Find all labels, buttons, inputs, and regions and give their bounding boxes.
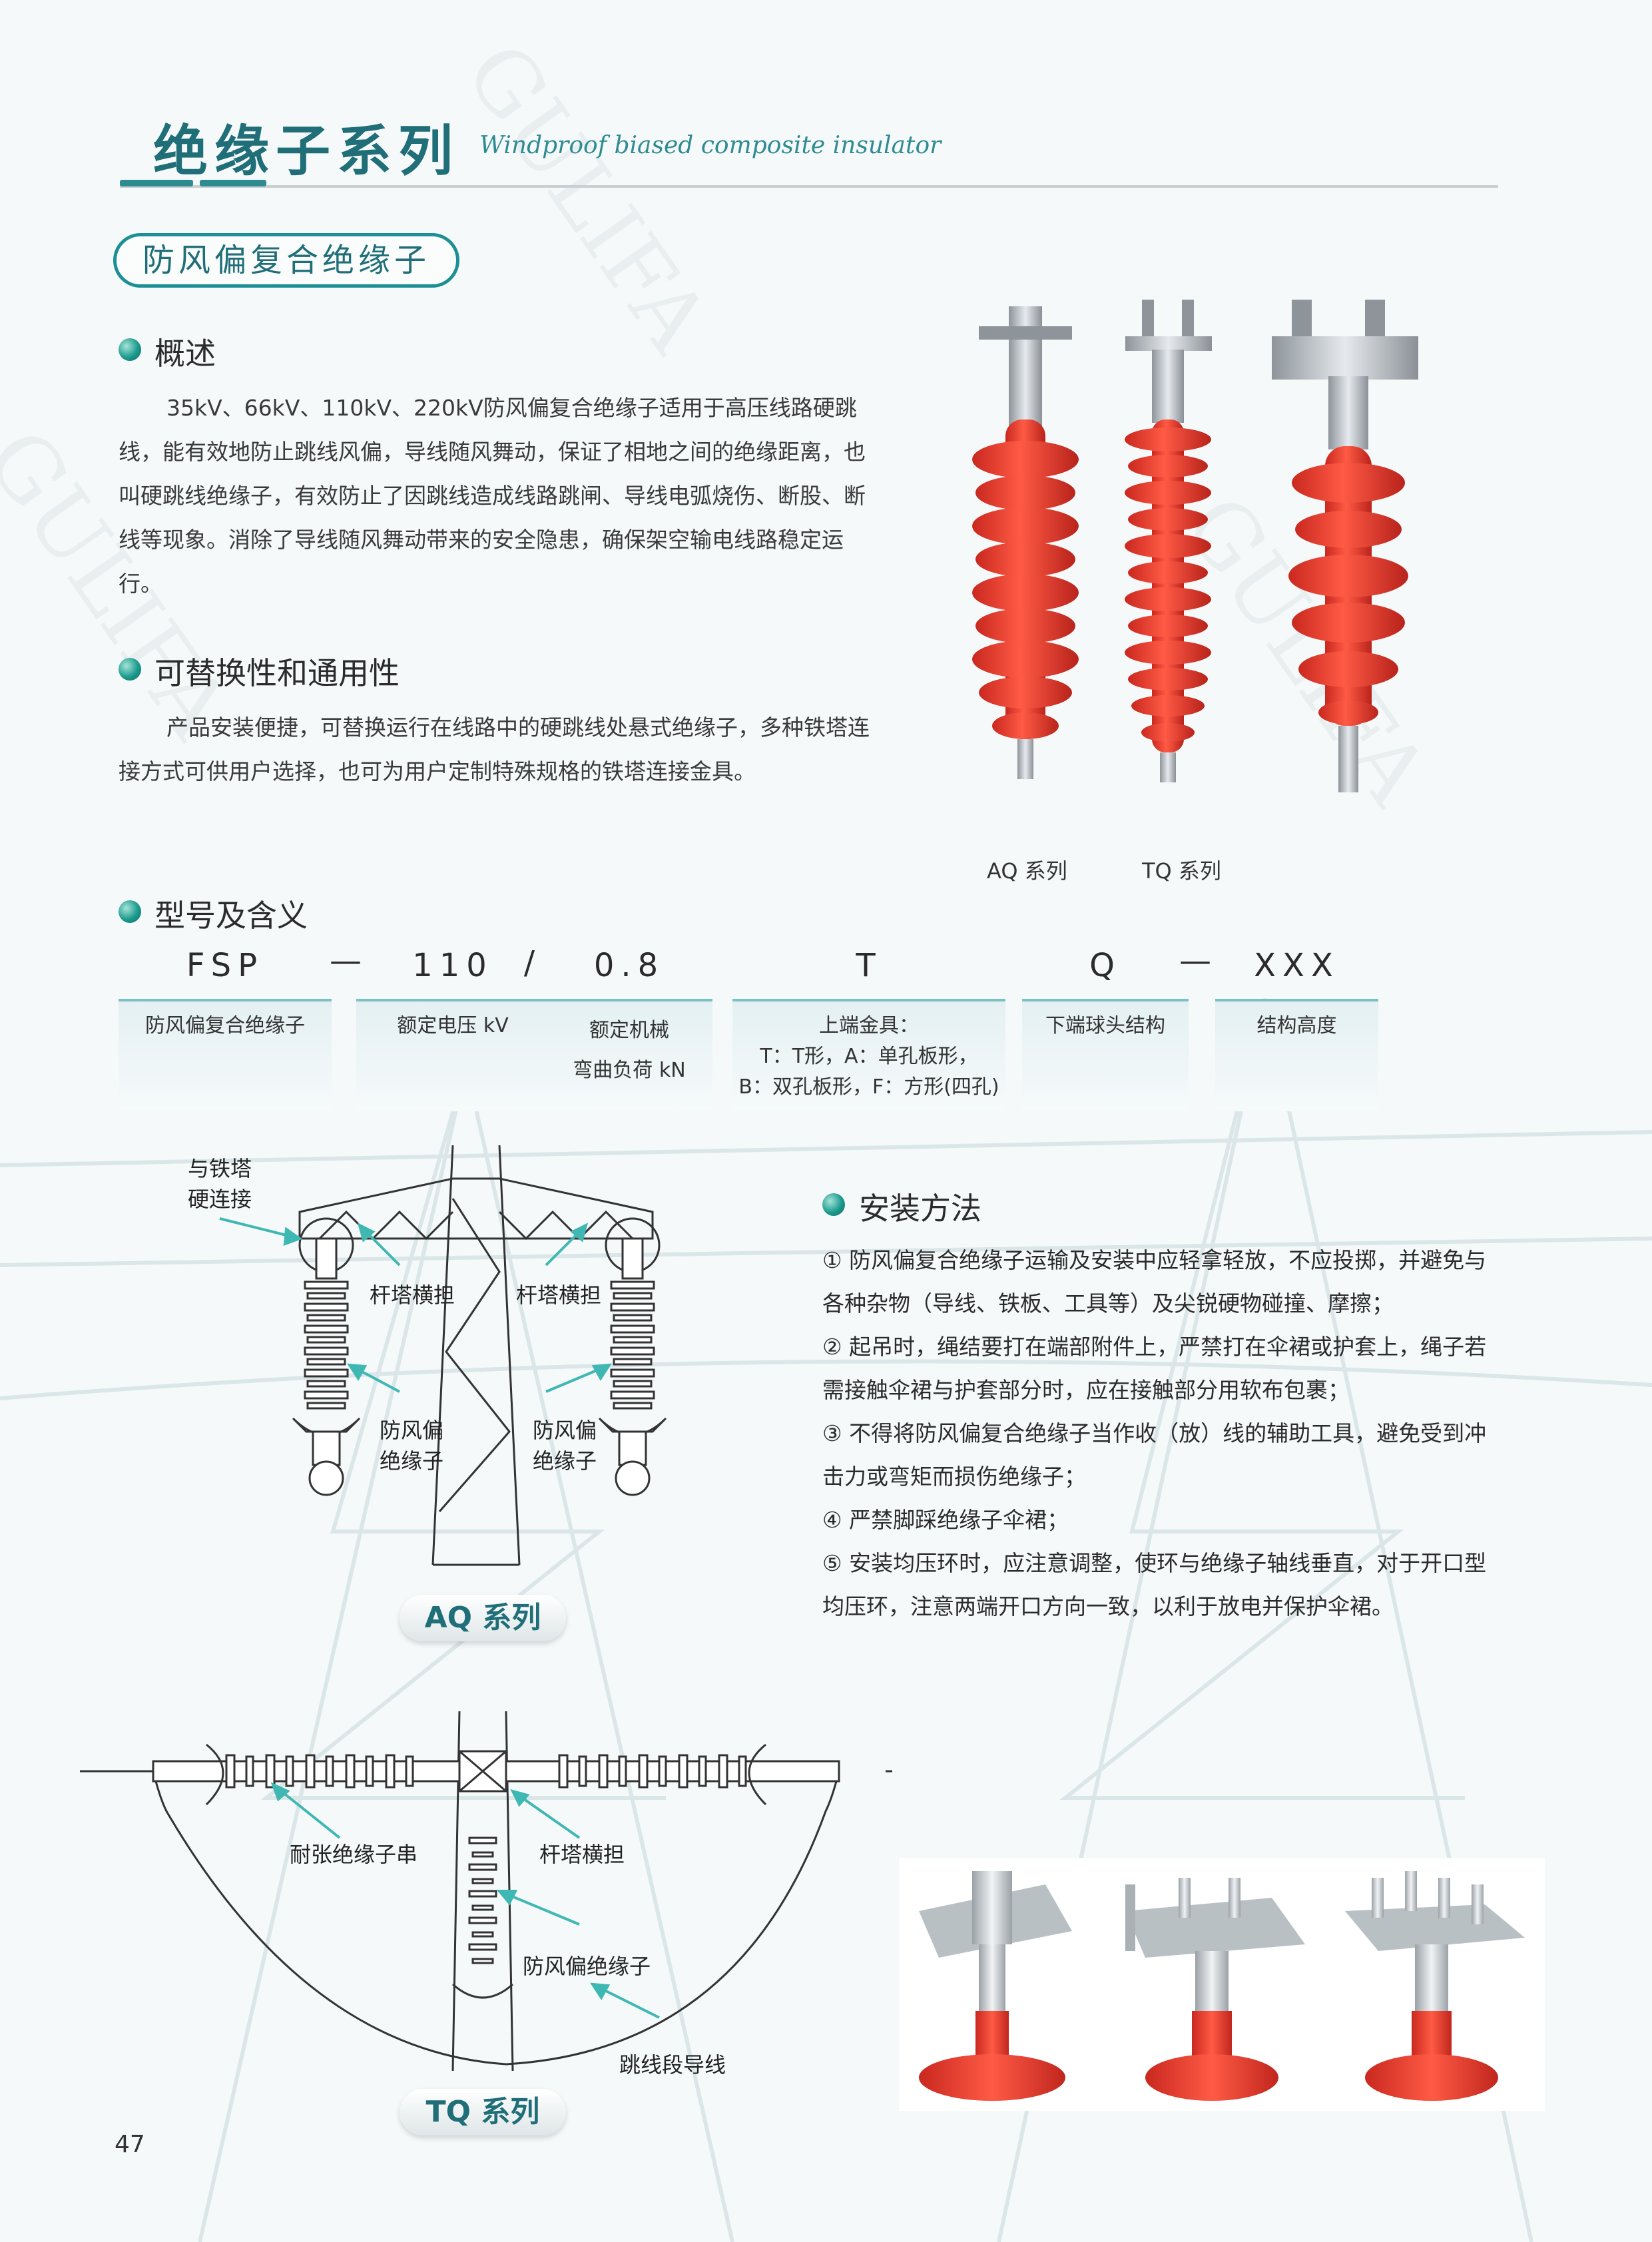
label-tq-insulator: 防风偏绝缘子: [523, 1954, 651, 1979]
tq-insulator-photo: [1125, 300, 1212, 782]
label-insulator-right: 防风偏 绝缘子: [533, 1418, 597, 1474]
install-item: ④ 严禁脚踩绝缘子伞裙；: [822, 1507, 1069, 1533]
model-code-upper: T: [856, 947, 882, 984]
install-item: ③ 不得将防风偏复合绝缘子当作收（放）线的辅助工具，避免受到冲击力或弯矩而损伤绝…: [822, 1420, 1487, 1490]
header-accent: [200, 180, 266, 186]
model-code-load: 0.8: [593, 947, 665, 984]
section-bullet-icon: [119, 658, 141, 681]
label-tension-string: 耐张绝缘子串: [290, 1842, 418, 1867]
label-crossarm-right: 杆塔横担: [516, 1282, 602, 1308]
model-label-height: 结构高度: [1256, 1014, 1337, 1037]
interchange-heading: 可替换性和通用性: [154, 655, 400, 691]
label-insulator-left: 防风偏 绝缘子: [380, 1418, 444, 1474]
model-box: [546, 999, 712, 1111]
model-heading: 型号及含义: [154, 898, 308, 934]
tq-diagram: [80, 1711, 892, 2072]
model-box: [119, 999, 332, 1111]
model-code-fsp: FSP: [186, 947, 264, 984]
page-title: 绝缘子系列: [153, 120, 460, 183]
install-item: ① 防风偏复合绝缘子运输及安装中应轻拿轻放，不应投掷，并避免与各种杂物（导线、铁…: [822, 1247, 1487, 1316]
model-code-voltage: 110: [412, 947, 493, 984]
label-jumper-wire: 跳线段导线: [619, 2052, 726, 2078]
aq-series-badge: AQ 系列: [400, 1595, 566, 1641]
label-hard-connect: 与铁塔 硬连接: [188, 1156, 252, 1212]
header-accent: [120, 180, 193, 186]
model-code-lower: Q: [1089, 947, 1121, 984]
tq-photo-caption: TQ 系列: [1142, 858, 1221, 884]
overview-heading: 概述: [154, 336, 216, 372]
model-box: [1022, 999, 1189, 1111]
model-separator: /: [523, 944, 542, 981]
aq-photo-caption: AQ 系列: [987, 858, 1067, 884]
interchange-text: 产品安装便捷，可替换运行在线路中的硬跳线处悬式绝缘子，多种铁塔连接方式可供用户选…: [119, 714, 870, 784]
model-box: [732, 999, 1005, 1111]
model-separator: —: [1179, 942, 1218, 980]
model-label-upper-fitting: 上端金具： T：T形，A：单孔板形， B：双孔板形，F：方形(四孔): [738, 1014, 999, 1099]
model-label-name: 防风偏复合绝缘子: [145, 1014, 305, 1037]
aq-insulator-photo: [972, 306, 1079, 779]
f-insulator-photo: [1272, 300, 1418, 792]
insulator-photos: [972, 300, 1418, 792]
f-type-fitting-render: [1345, 1871, 1525, 2101]
install-item: ⑤ 安装均压环时，应注意调整，使环与绝缘子轴线垂直，对于开口型均压环，注意两端开…: [822, 1550, 1487, 1619]
section-bullet-icon: [119, 338, 141, 361]
overview-text: 35kV、66kV、110kV、220kV防风偏复合绝缘子适用于高压线路硬跳线，…: [119, 395, 866, 597]
model-label-load: 额定机械 弯曲负荷 kN: [573, 1019, 686, 1082]
section-bullet-icon: [119, 900, 141, 923]
fitting-renders: [899, 1858, 1545, 2111]
b-type-fitting-render: [1125, 1878, 1305, 2101]
page-subtitle: Windproof biased composite insulator: [479, 132, 942, 159]
install-heading: 安装方法: [859, 1191, 981, 1227]
aq-diagram: [219, 1145, 667, 1566]
model-label-lower: 下端球头结构: [1045, 1014, 1165, 1037]
header-rule: [120, 185, 1498, 188]
model-box: [356, 999, 549, 1111]
model-box: [1215, 999, 1378, 1111]
label-tq-crossarm: 杆塔横担: [539, 1842, 625, 1867]
install-item: ② 起吊时，绳结要打在端部附件上，严禁打在伞裙或护套上，绳子若需接触伞裙与护套部…: [822, 1334, 1487, 1403]
product-name-badge: 防风偏复合绝缘子: [113, 233, 459, 288]
page-number: 47: [115, 2131, 145, 2158]
model-code-height: XXX: [1254, 947, 1340, 984]
model-label-voltage: 额定电压 kV: [397, 1014, 509, 1037]
t-type-fitting-render: [919, 1871, 1072, 2101]
label-crossarm-left: 杆塔横担: [370, 1282, 455, 1308]
tq-series-badge: TQ 系列: [400, 2089, 566, 2135]
section-bullet-icon: [822, 1193, 845, 1216]
model-separator: —: [330, 942, 368, 980]
install-list: ① 防风偏复合绝缘子运输及安装中应轻拿轻放，不应投掷，并避免与各种杂物（导线、铁…: [822, 1239, 1508, 1628]
